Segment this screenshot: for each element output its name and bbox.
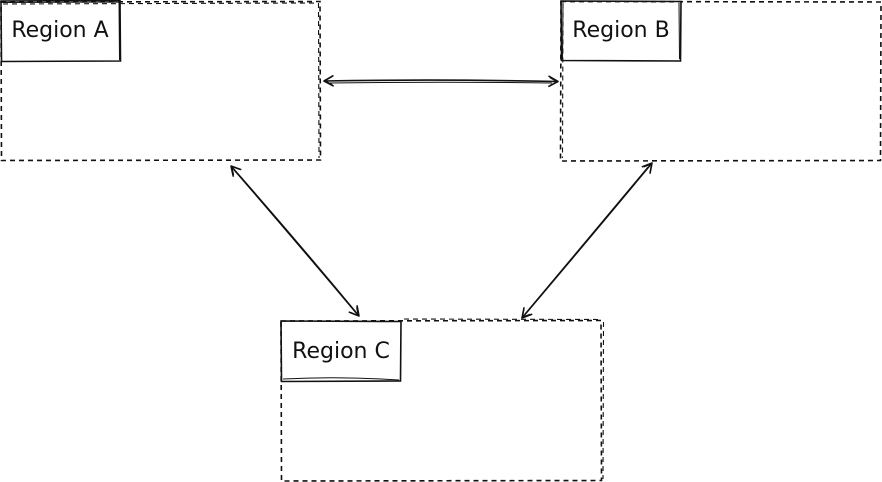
- region-b-label-text: Region B: [572, 18, 669, 43]
- region-a-label-text: Region A: [11, 18, 108, 43]
- region-b-label: Region B: [560, 0, 682, 62]
- region-b-box: [559, 0, 882, 162]
- region-c-box: [280, 318, 605, 482]
- connector-a-c: [230, 165, 360, 317]
- connector-b-c: [521, 162, 653, 319]
- region-c-label: Region C: [280, 320, 402, 383]
- region-a-label: Region A: [0, 0, 122, 63]
- region-a-box: [0, 0, 322, 162]
- connector-a-b: [323, 75, 559, 88]
- region-c-label-text: Region C: [292, 339, 390, 364]
